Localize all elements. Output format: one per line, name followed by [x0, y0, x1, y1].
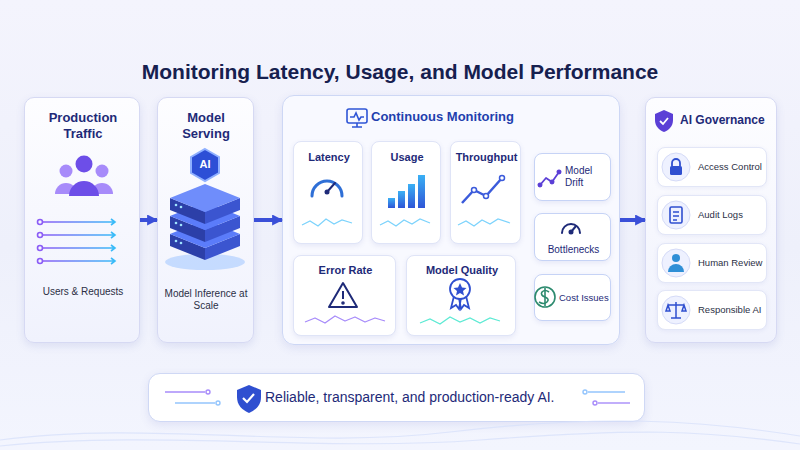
- governance-item: Audit Logs: [657, 195, 767, 235]
- governance-label: Access Control: [698, 148, 764, 186]
- governance-item: Responsible AI: [657, 290, 767, 330]
- badge-text: AI: [195, 159, 215, 171]
- banner-text: Reliable, transparent, and production-re…: [265, 374, 625, 421]
- metric-title: Error Rate: [296, 264, 395, 277]
- governance-item: Access Control: [657, 147, 767, 187]
- issue-label: Cost Issues: [559, 275, 611, 320]
- metric-title: Usage: [374, 151, 440, 164]
- governance-item: Human Review: [657, 243, 767, 283]
- governance-box: AI GovernanceAccess ControlAudit LogsHum…: [645, 97, 777, 343]
- box-caption: Model Inference at Scale: [162, 288, 250, 312]
- metric-card: Error Rate: [293, 255, 396, 336]
- process-box: Production TrafficUsers & Requests: [24, 97, 140, 343]
- metric-card: Latency: [293, 141, 363, 244]
- issue-card: Model Drift: [534, 153, 611, 201]
- metric-card: Usage: [371, 141, 441, 244]
- diagram-title: Monitoring Latency, Usage, and Model Per…: [0, 60, 800, 84]
- metric-title: Model Quality: [409, 264, 515, 277]
- metric-card: Model Quality: [406, 255, 516, 336]
- box-heading: Model Serving: [166, 110, 246, 141]
- flow-arrow: [140, 218, 157, 222]
- metric-card: Throughput: [450, 141, 521, 244]
- panel-heading: Continuous Monitoring: [371, 109, 571, 125]
- governance-label: Human Review: [698, 244, 764, 282]
- governance-label: Responsible AI: [698, 291, 764, 329]
- issue-card: Cost Issues: [534, 274, 611, 321]
- governance-label: Audit Logs: [698, 196, 764, 234]
- issue-label: Model Drift: [565, 154, 609, 200]
- box-heading: Production Traffic: [31, 110, 135, 141]
- metric-title: Throughput: [452, 151, 521, 164]
- summary-banner: Reliable, transparent, and production-re…: [148, 373, 645, 422]
- process-box: Model ServingModel Inference at Scale: [157, 97, 254, 343]
- background-wave: [0, 421, 800, 446]
- flow-arrow: [254, 218, 282, 222]
- monitoring-panel: Continuous MonitoringLatency Usage Through…: [282, 95, 620, 345]
- issue-card: Bottlenecks: [534, 213, 611, 261]
- box-heading: AI Governance: [680, 113, 776, 127]
- box-caption: Users & Requests: [29, 286, 137, 298]
- issue-label: Bottlenecks: [537, 244, 610, 256]
- metric-title: Latency: [296, 151, 362, 164]
- flow-arrow: [620, 218, 645, 222]
